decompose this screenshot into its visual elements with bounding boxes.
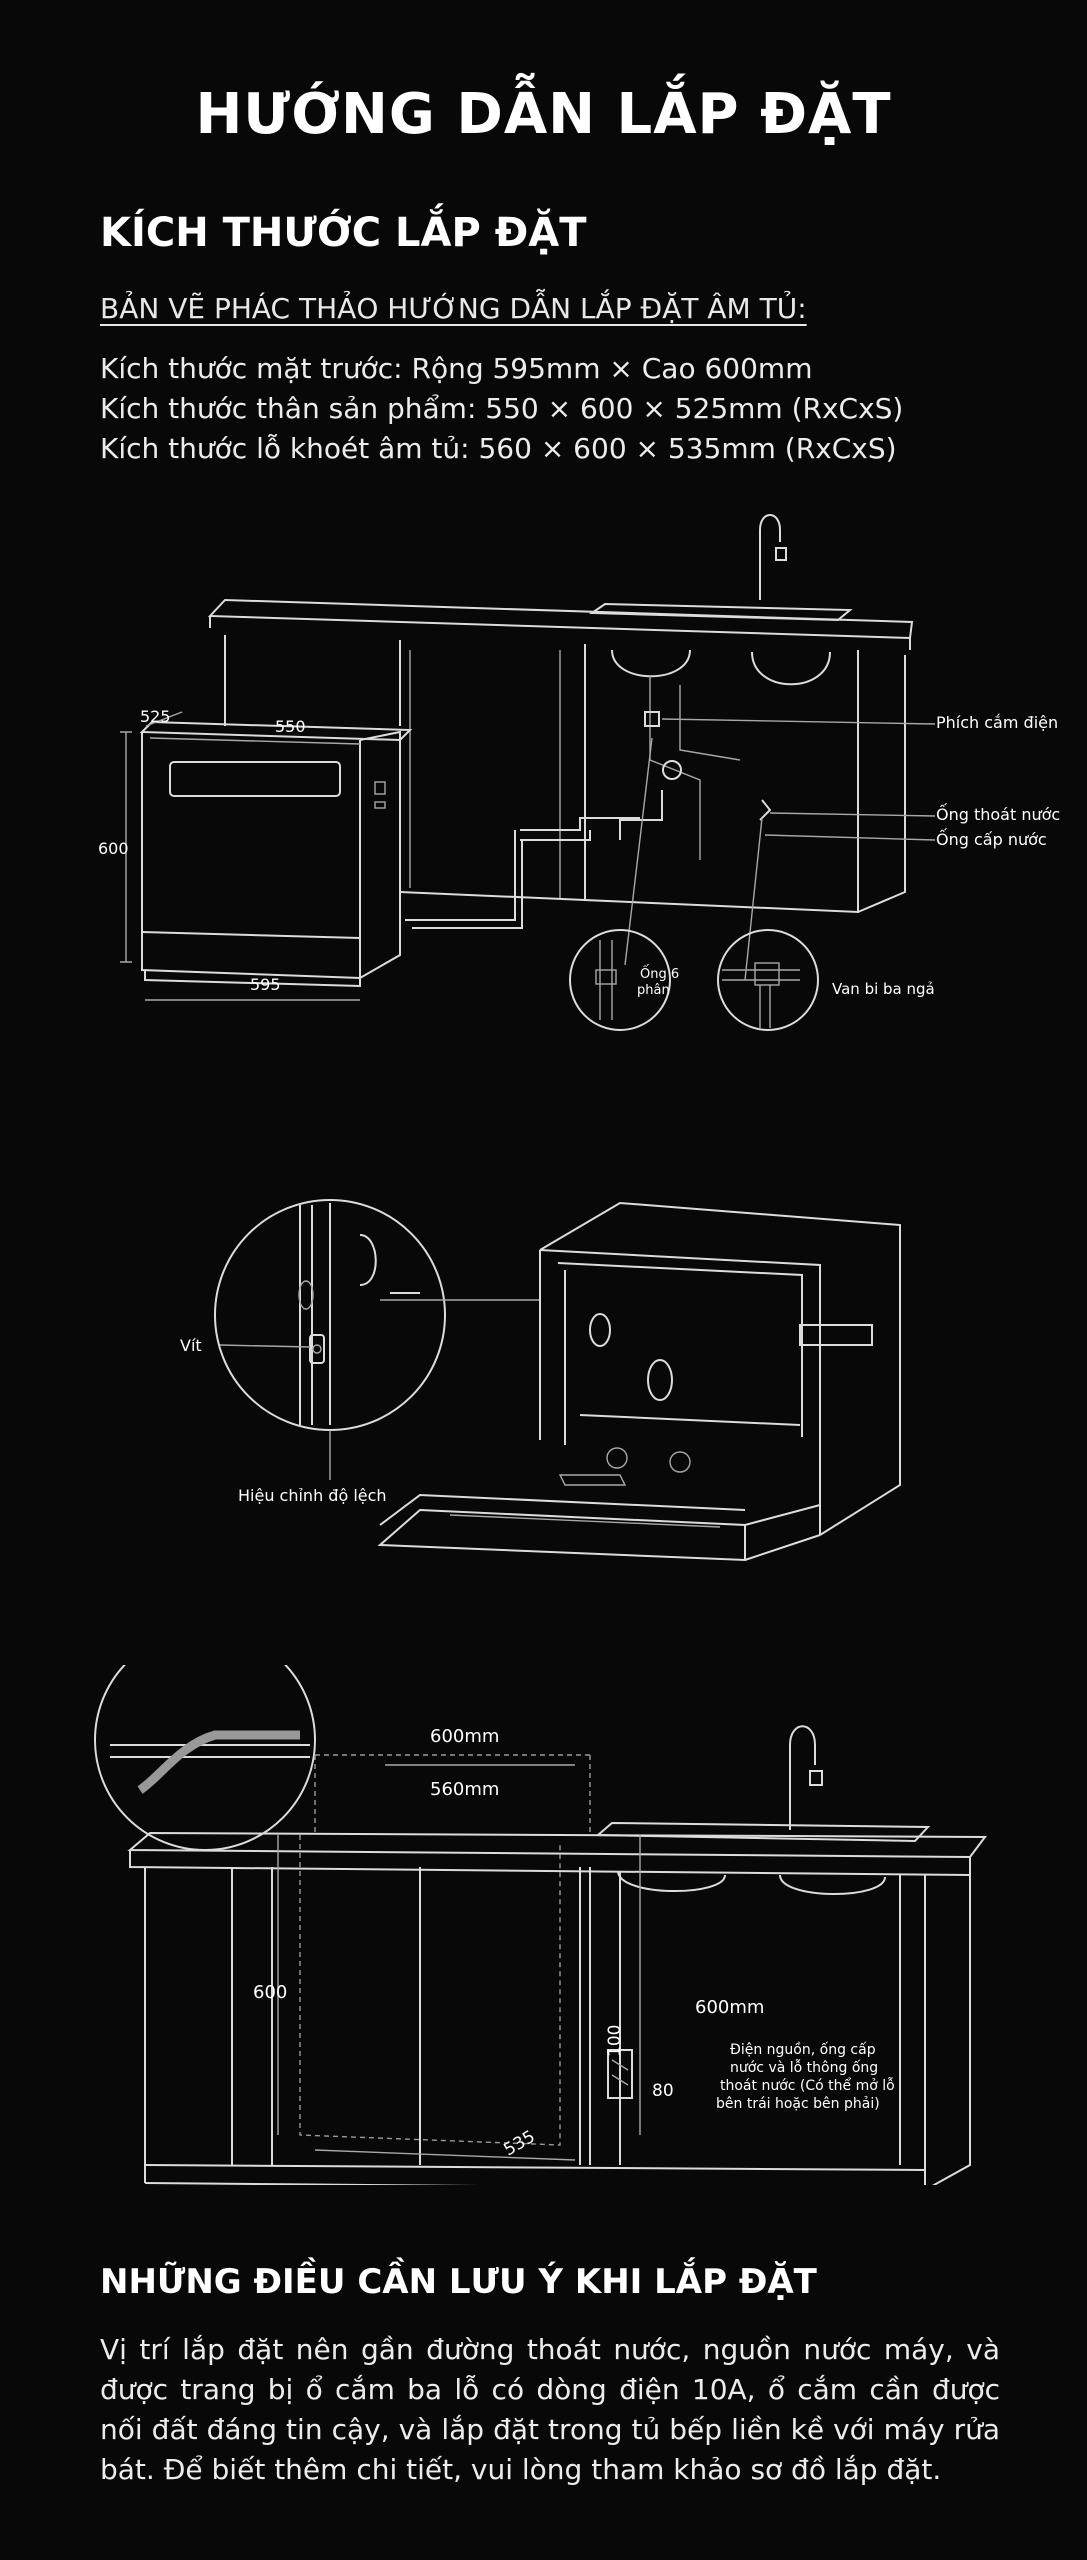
dim-label-535: 535 (501, 2127, 539, 2161)
edge-zoom-circle (94, 1665, 316, 1851)
zoom-circle (214, 1199, 540, 1431)
dim-label-600mm-right: 600mm (695, 1997, 764, 2018)
detail-circle-pipe: Ống 6 phân (569, 929, 679, 1031)
dimension-line-body: Kích thước thân sản phẩm: 550 × 600 × 52… (100, 392, 904, 425)
dim-label-600-left: 600 (253, 1982, 287, 2003)
label-power-plug: Phích cắm điện (936, 713, 1058, 732)
countertop (207, 598, 914, 650)
faucet-2 (789, 1725, 823, 1830)
label-screw: Vít (180, 1336, 202, 1355)
dim-label-560mm: 560mm (430, 1779, 499, 1800)
dim-label-550: 550 (275, 717, 306, 736)
dimension-line-cutout: Kích thước lỗ khoét âm tủ: 560 × 600 × 5… (100, 432, 897, 465)
sink-basins (588, 602, 853, 860)
note-line-3: thoát nước (Có thể mở lỗ (720, 2077, 895, 2094)
label-drain-pipe: Ống thoát nước (936, 803, 1060, 824)
note-line-4: bên trái hoặc bên phải) (716, 2096, 880, 2112)
faucet (759, 514, 787, 600)
note-line-1: Điện nguồn, ống cấp (730, 2041, 876, 2058)
installation-notes: Vị trí lắp đặt nên gần đường thoát nước,… (100, 2333, 1000, 2486)
cabinet-frame (224, 635, 906, 914)
note-line-2: nước và lỗ thông ống (730, 2059, 878, 2076)
label-pipe-phan: phân (637, 983, 670, 998)
section-subtitle: BẢN VẼ PHÁC THẢO HƯỚNG DẪN LẮP ĐẶT ÂM TỦ… (100, 292, 807, 325)
detail-circle-valve: Van bi ba ngả (717, 929, 935, 1031)
section-title-notes: NHỮNG ĐIỀU CẦN LƯU Ý KHI LẮP ĐẶT (100, 2262, 817, 2302)
dim-label-525: 525 (140, 707, 171, 726)
cutout-box (277, 1835, 641, 2161)
dim-label-595: 595 (250, 975, 281, 994)
diagram-cutout: 600mm 560mm 600 600mm 100 80 535 Điện ng… (94, 1665, 987, 2185)
dim-label-600mm-top: 600mm (430, 1726, 499, 1747)
dimension-line-front: Kích thước mặt trước: Rộng 595mm × Cao 6… (100, 352, 813, 385)
diagram-installation-sketch: 525 550 600 595 Phích cắm điện Ống thoát… (98, 514, 1060, 1031)
section-title-dimensions: KÍCH THƯỚC LẮP ĐẶT (100, 210, 587, 256)
dim-label-100: 100 (605, 2025, 625, 2057)
dim-label-80: 80 (652, 2081, 674, 2101)
label-adjust: Hiệu chỉnh độ lệch (238, 1486, 387, 1505)
label-supply-pipe: Ống cấp nước (936, 828, 1047, 849)
diagram-screw-fixing: Vít Hiệu chỉnh độ lệch (180, 1199, 901, 1562)
cabinet-run (127, 1821, 987, 2185)
label-pipe-6: Ống 6 (640, 965, 679, 982)
page-title: HƯỚNG DẪN LẮP ĐẶT (195, 82, 892, 147)
dishwasher-open (377, 1201, 901, 1562)
dim-label-600: 600 (98, 839, 129, 858)
dishwasher-front (139, 720, 413, 988)
label-three-way-valve: Van bi ba ngả (832, 980, 935, 998)
note-power-water: Điện nguồn, ống cấp nước và lỗ thông ống… (716, 2041, 895, 2112)
plumbing (405, 711, 772, 929)
